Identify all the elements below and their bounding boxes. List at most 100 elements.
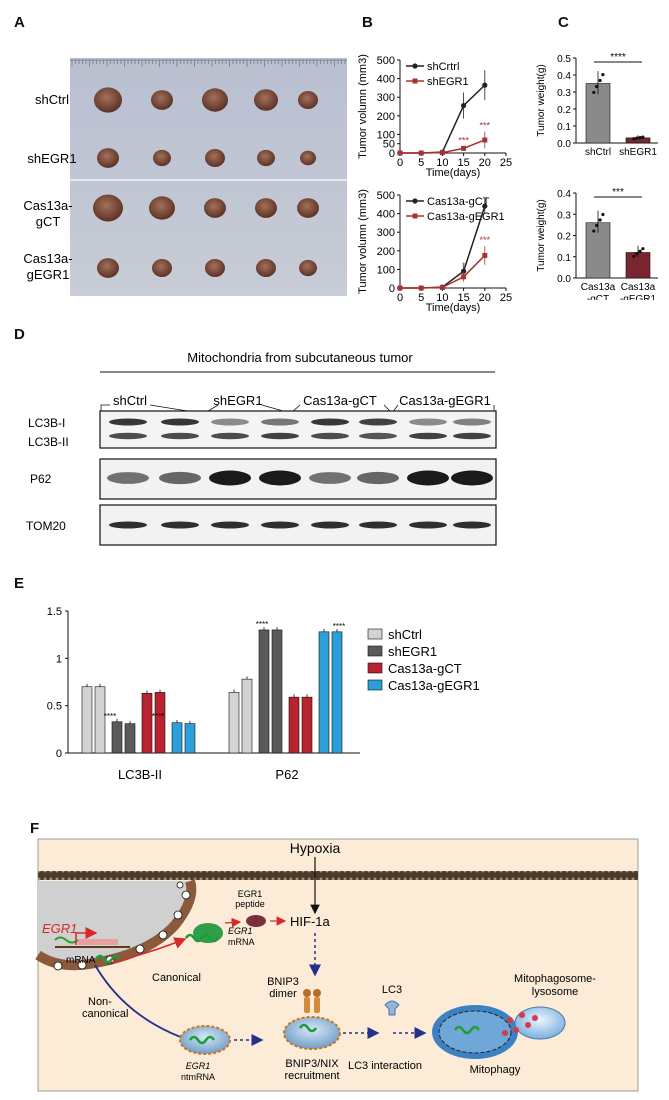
transcription-arrow (75, 927, 98, 945)
significance-mark: **** (256, 620, 268, 629)
band-tom20 (109, 521, 147, 529)
x-tick-label: LC3B-II (118, 767, 162, 782)
x-tick-label: 25 (500, 157, 512, 169)
panel-c-label: C (558, 14, 569, 31)
x-axis-label: Time(days) (426, 167, 481, 179)
data-point (482, 137, 488, 143)
lc3-protein (384, 1000, 400, 1016)
legend-marker (412, 63, 418, 69)
data-point (461, 274, 467, 280)
row-label-cas13a-gegr1-2: gEGR1 (27, 267, 70, 282)
y-tick-label: 0.4 (557, 189, 571, 200)
band-label-tom20: TOM20 (26, 519, 66, 533)
data-point (598, 78, 602, 83)
x-tick-label: 20 (479, 292, 491, 304)
panel-d-label: D (14, 326, 25, 343)
y-tick-label: 0 (389, 148, 395, 160)
hif-label: HIF-1a (290, 914, 331, 929)
cell-membrane (38, 871, 638, 880)
bar (124, 723, 136, 754)
x-tick-label: shCtrl (585, 147, 611, 158)
band-tom20 (211, 521, 249, 529)
y-tick-label: 0.4 (557, 71, 571, 82)
bar (111, 721, 123, 754)
hypoxia-label: Hypoxia (290, 840, 341, 856)
y-tick-label: 0.5 (47, 701, 62, 713)
ntmrna-label-1: EGR1 (186, 1061, 211, 1071)
band-p62 (407, 470, 449, 486)
band-lc3b-ii (359, 432, 397, 440)
band-lc3b-i (359, 418, 397, 426)
legend-label: Cas13a-gEGR1 (388, 678, 480, 693)
y-tick-label: 0.3 (557, 210, 571, 221)
tumor (149, 196, 175, 220)
y-tick-label: 0.1 (557, 122, 571, 133)
data-point (418, 285, 424, 291)
panel-f-label: F (30, 820, 40, 837)
x-axis-label: Time(days) (426, 302, 481, 314)
blot-group-shctrl: shCtrl (113, 393, 147, 408)
gene-exon (78, 939, 118, 945)
y-tick-label: 0.0 (557, 274, 571, 285)
dna-strand (54, 936, 79, 944)
data-point (592, 229, 596, 233)
data-point (632, 254, 636, 258)
egr1-gene-label: EGR1 (42, 921, 77, 936)
bar (258, 629, 270, 754)
blot-group-cas13a-gegr1: Cas13a-gEGR1 (399, 393, 491, 408)
bar (228, 692, 240, 754)
bar (271, 629, 283, 754)
x-tick-label: 5 (418, 292, 424, 304)
band-p62 (259, 470, 301, 486)
band-lc3b-ii (311, 432, 349, 440)
x-tick-label: 20 (479, 157, 491, 169)
data-point (632, 137, 636, 141)
legend-label: Cas13a-gEGR1 (427, 211, 505, 223)
legend-label: shCrtrl (427, 61, 459, 73)
y-axis-label: Tumor volumn (mm3) (357, 54, 369, 159)
y-tick-label: 0.3 (557, 88, 571, 99)
tumor (256, 259, 276, 277)
data-point (601, 212, 605, 217)
tumor (298, 91, 318, 109)
data-point (461, 145, 467, 151)
significance-mark: *** (480, 121, 491, 131)
legend-label: shEGR1 (388, 644, 437, 659)
canonical-label: Canonical (152, 972, 201, 984)
panel-e-label: E (14, 575, 25, 592)
bar (241, 678, 253, 754)
band-p62 (451, 470, 493, 486)
x-tick-label: 25 (500, 292, 512, 304)
x-tick-label: 5 (418, 157, 424, 169)
tumor (254, 89, 278, 111)
y-axis-label: Tumor volumn (mm3) (357, 189, 369, 294)
significance-mark: **** (333, 622, 345, 631)
canonical-arrow (109, 937, 187, 964)
band-p62 (357, 471, 399, 485)
mitophagosome-label-2: lysosome (532, 986, 578, 998)
significance-mark: *** (458, 135, 469, 145)
x-tick-label: 0 (397, 157, 403, 169)
band-lc3b-i (211, 418, 249, 426)
y-tick-label: 0 (56, 748, 62, 760)
y-tick-label: 300 (377, 92, 395, 104)
bar (331, 631, 343, 754)
row-label-cas13a-gct-2: gCT (36, 214, 61, 229)
row-label-shctrl: shCtrl (35, 92, 69, 107)
data-point (461, 102, 467, 109)
data-point (641, 135, 645, 139)
y-tick-label: 0.5 (557, 54, 571, 65)
egr1-mrna-label-2: mRNA (228, 937, 255, 947)
bar (171, 722, 183, 754)
tumor (255, 198, 277, 218)
y-tick-label: 0.0 (557, 139, 571, 150)
ntmrna-label-2: ntmRNA (181, 1072, 215, 1082)
band-label-lc3b-ii: LC3B-II (28, 435, 69, 449)
data-point (601, 72, 605, 77)
y-tick-label: 200 (377, 111, 395, 123)
row-label-cas13a-gegr1-1: Cas13a- (23, 251, 72, 266)
data-point (397, 285, 403, 291)
y-tick-label: 500 (377, 55, 395, 67)
